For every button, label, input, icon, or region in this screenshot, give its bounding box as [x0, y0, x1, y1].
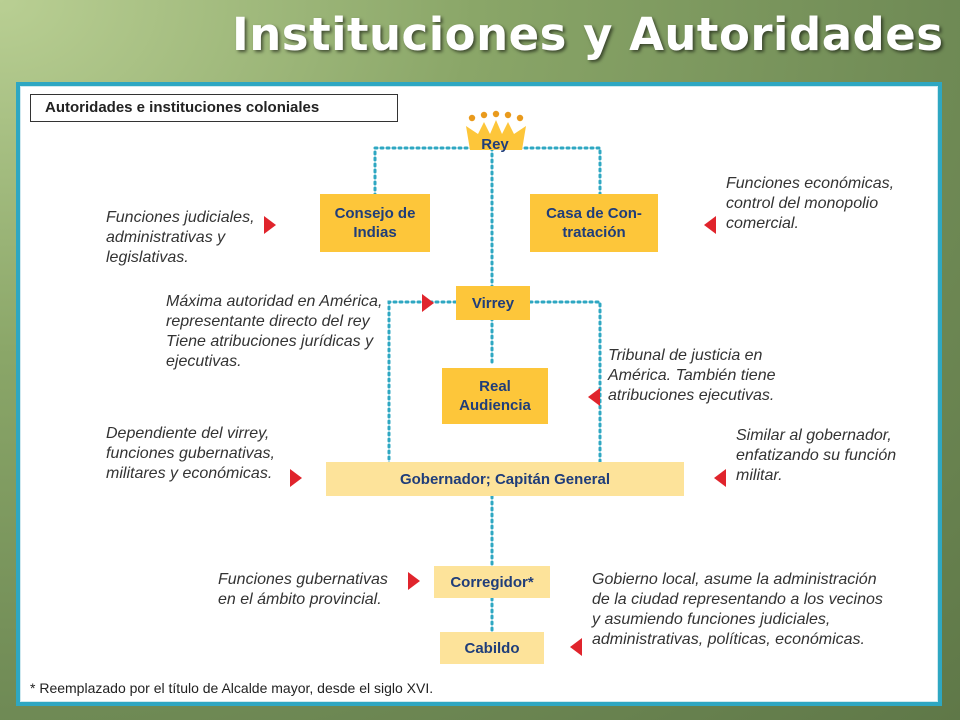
note-cabildo-line: y asumiendo funciones judiciales, — [592, 611, 831, 628]
node-casa-line2: tratación — [562, 224, 626, 241]
note-casa: Funciones económicas, control del monopo… — [726, 174, 894, 234]
note-casa-line: comercial. — [726, 215, 799, 232]
connector-consejo-casa — [373, 146, 602, 198]
slide-title: Instituciones y Autoridades — [232, 8, 944, 61]
node-consejo-de-indias: Consejo de Indias — [320, 194, 430, 252]
diagram-panel: Autoridades e instituciones coloniales R… — [16, 82, 942, 706]
connector-virrey-left — [387, 300, 458, 466]
note-gobernador-right-line: militar. — [736, 467, 783, 484]
node-consejo-line1: Consejo de — [334, 205, 416, 222]
note-audiencia-line: Tribunal de justicia en — [608, 347, 763, 364]
panel-inner-border — [20, 86, 938, 702]
arrow-icon-gobernador-right — [714, 469, 726, 487]
note-corregidor: Funciones gubernativas en el ámbito prov… — [218, 570, 388, 610]
note-gobernador-left: Dependiente del virrey, funciones gubern… — [106, 424, 275, 484]
note-corregidor-line: Funciones gubernativas — [218, 571, 388, 588]
arrow-icon-corregidor — [408, 572, 420, 590]
note-consejo-line: administrativas y — [106, 229, 226, 246]
arrow-icon-cabildo — [570, 638, 582, 656]
note-virrey-line: ejecutivas. — [166, 353, 242, 370]
node-gobernador-capitan-general: Gobernador; Capitán General — [326, 462, 684, 496]
diagram-title: Autoridades e instituciones coloniales — [30, 94, 398, 122]
note-cabildo: Gobierno local, asume la administración … — [592, 570, 883, 650]
note-audiencia-line: atribuciones ejecutivas. — [608, 387, 775, 404]
note-consejo: Funciones judiciales, administrativas y … — [106, 208, 255, 268]
node-casa-de-contratacion: Casa de Con-tratación — [530, 194, 658, 252]
note-gobernador-left-line: funciones gubernativas, — [106, 445, 275, 462]
note-gobernador-left-line: Dependiente del virrey, — [106, 425, 270, 442]
note-virrey-line: Tiene atribuciones jurídicas y — [166, 333, 374, 350]
connector-virrey-right — [528, 300, 602, 466]
note-casa-line: Funciones económicas, — [726, 175, 895, 192]
node-audiencia-line1: Real — [479, 378, 511, 395]
arrow-icon-consejo — [264, 216, 276, 234]
note-consejo-line: legislativas. — [106, 249, 189, 266]
note-consejo-line: Funciones judiciales, — [106, 209, 255, 226]
node-virrey: Virrey — [456, 286, 530, 320]
note-cabildo-line: administrativas, políticas, económicas. — [592, 631, 865, 648]
arrow-icon-virrey — [422, 294, 434, 312]
note-gobernador-right: Similar al gobernador, enfatizando su fu… — [736, 426, 896, 486]
node-audiencia-line2: Audiencia — [459, 397, 531, 414]
node-consejo-line2: Indias — [353, 224, 397, 241]
node-casa-line1: Casa de Con- — [546, 205, 642, 222]
arrow-icon-audiencia — [588, 388, 600, 406]
note-gobernador-left-line: militares y económicas. — [106, 465, 273, 482]
note-virrey: Máxima autoridad en América, representan… — [166, 292, 382, 372]
arrow-icon-casa — [704, 216, 716, 234]
note-virrey-line: Máxima autoridad en América, — [166, 293, 383, 310]
note-cabildo-line: Gobierno local, asume la administración — [592, 571, 877, 588]
note-virrey-line: representante directo del rey — [166, 313, 370, 330]
node-cabildo: Cabildo — [440, 632, 544, 664]
node-rey: Rey — [481, 136, 509, 153]
arrow-icon-gobernador-left — [290, 469, 302, 487]
note-casa-line: control del monopolio — [726, 195, 879, 212]
note-gobernador-right-line: Similar al gobernador, — [736, 427, 892, 444]
node-corregidor: Corregidor* — [434, 566, 550, 598]
note-cabildo-line: de la ciudad representando a los vecinos — [592, 591, 883, 608]
note-audiencia: Tribunal de justicia en América. También… — [608, 346, 776, 406]
crown-icon — [466, 110, 526, 150]
note-gobernador-right-line: enfatizando su función — [736, 447, 897, 464]
note-corregidor-line: en el ámbito provincial. — [218, 591, 382, 608]
footnote: * Reemplazado por el título de Alcalde m… — [30, 680, 434, 696]
note-audiencia-line: América. También tiene — [608, 367, 776, 384]
